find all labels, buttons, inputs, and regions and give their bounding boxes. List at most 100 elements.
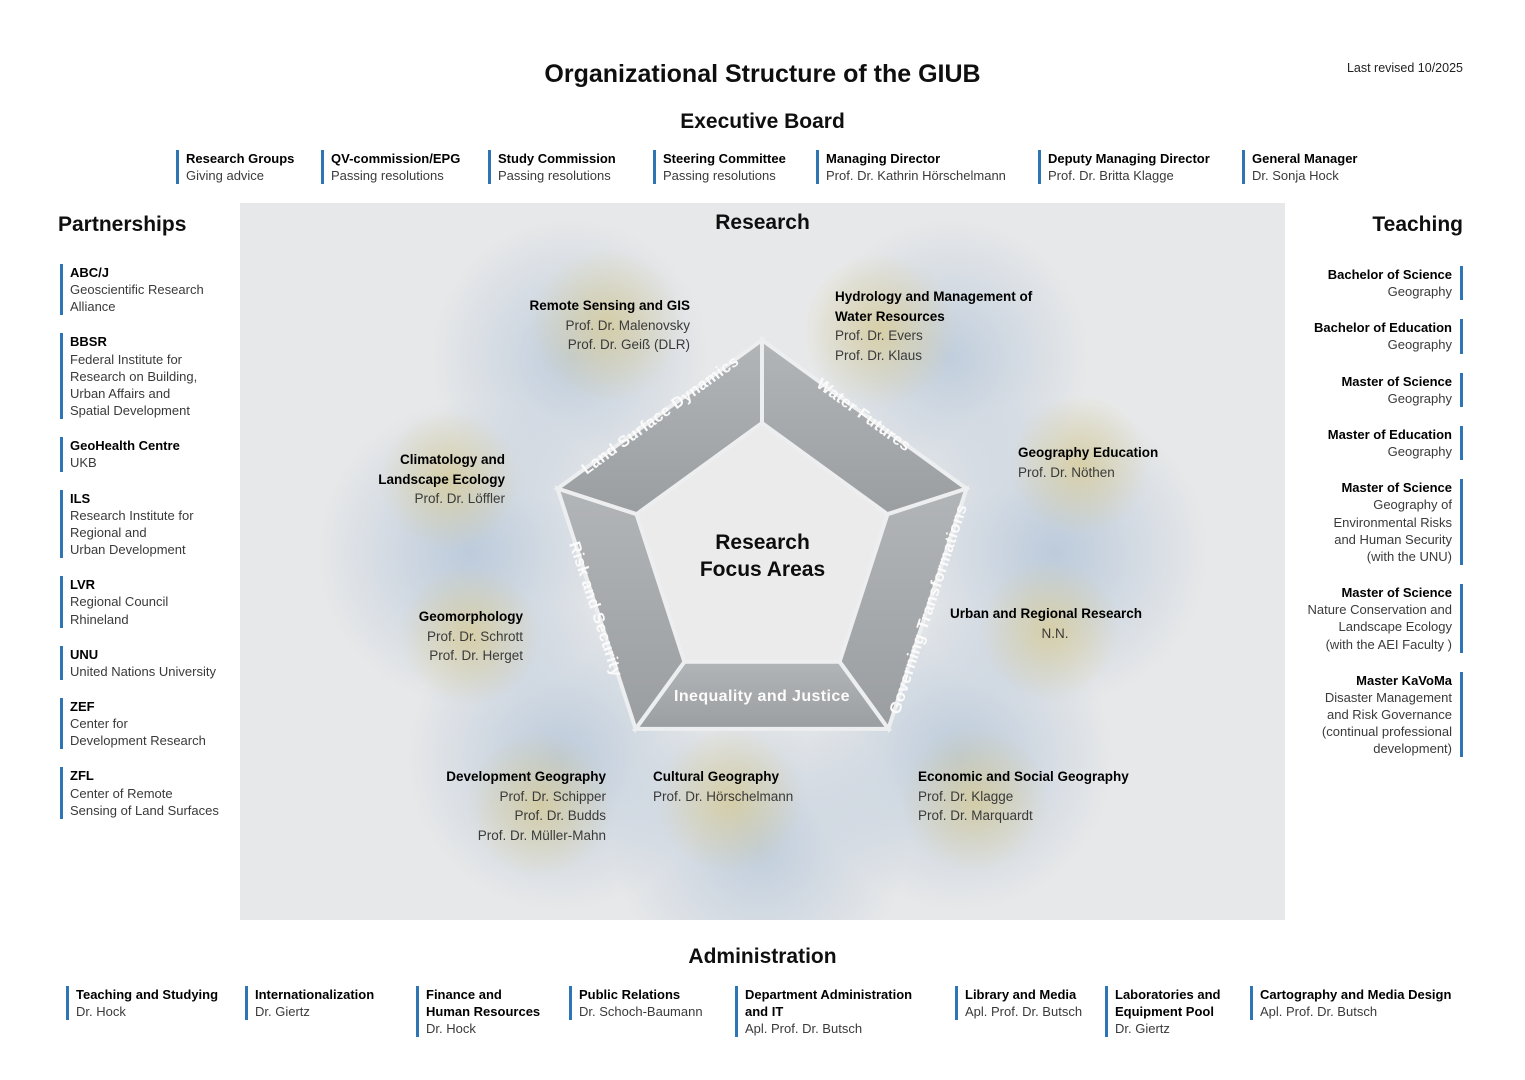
research-group: Hydrology and Management of Water Resour… <box>835 287 1095 365</box>
research-group: Geography Education Prof. Dr. Nöthen <box>1018 443 1248 482</box>
teaching-item: Master KaVoMa Disaster Management and Ri… <box>1322 671 1463 758</box>
executive-board-item: Managing Director Prof. Dr. Kathrin Hörs… <box>816 150 1006 185</box>
admin-item: Laboratories and Equipment Pool Dr. Gier… <box>1105 986 1221 1038</box>
item-subtitle: Passing resolutions <box>663 168 776 184</box>
admin-item: Teaching and Studying Dr. Hock <box>66 986 218 1021</box>
pentagon-center-label: Research Focus Areas <box>699 531 826 582</box>
research-group: Climatology and Landscape Ecology Prof. … <box>305 450 505 509</box>
research-group: Remote Sensing and GIS Prof. Dr. Malenov… <box>430 296 690 355</box>
degree-program: Geography <box>1387 390 1452 406</box>
group-title: Cultural Geography <box>653 769 780 784</box>
group-members: Prof. Dr. Schrott Prof. Dr. Herget <box>426 628 523 664</box>
group-members: Prof. Dr. Löffler <box>414 491 505 507</box>
item-subtitle: Dr. Sonja Hock <box>1252 168 1339 184</box>
pentagon-segment-risk-and-security <box>554 485 687 734</box>
group-members: Prof. Dr. Hörschelmann <box>653 788 794 804</box>
executive-board-heading: Executive Board <box>680 110 845 133</box>
item-subtitle: Passing resolutions <box>331 168 444 184</box>
executive-board-item: General Manager Dr. Sonja Hock <box>1242 150 1358 185</box>
partner-description: Center of Remote Sensing of Land Surface… <box>70 785 219 818</box>
degree-program: Geography <box>1387 284 1452 300</box>
partnership-item: ZFL Center of Remote Sensing of Land Sur… <box>60 767 250 819</box>
page-title: Organizational Structure of the GIUB <box>544 60 981 88</box>
partnership-item: ILS Research Institute for Regional and … <box>60 489 250 559</box>
executive-board-item: Research Groups Giving advice <box>176 150 294 185</box>
revision-note: Last revised 10/2025 <box>1346 61 1463 75</box>
group-members: N.N. <box>1041 625 1069 641</box>
item-person: Dr. Giertz <box>1115 1021 1170 1037</box>
item-person: Dr. Schoch-Baumann <box>579 1004 703 1020</box>
partner-name: ABC/J <box>70 265 110 280</box>
degree-program: Geography of Environmental Risks and Hum… <box>1333 497 1453 564</box>
administration-heading: Administration <box>688 945 837 968</box>
partner-description: Regional Council Rhineland <box>70 594 169 627</box>
item-title: Laboratories and Equipment Pool <box>1115 987 1221 1020</box>
partnership-item: ZEF Center for Development Research <box>60 697 250 750</box>
group-members: Prof. Dr. Nöthen <box>1018 464 1115 480</box>
teaching-item: Master of Science Nature Conservation an… <box>1307 584 1463 653</box>
item-title: Library and Media <box>965 987 1077 1002</box>
partner-name: LVR <box>70 577 96 593</box>
partner-description: United Nations University <box>70 663 216 679</box>
teaching-list: Bachelor of Science Geography Bachelor o… <box>1263 266 1463 758</box>
item-title: Managing Director <box>826 151 941 166</box>
item-title: Internationalization <box>255 987 375 1002</box>
group-title: Hydrology and Management of Water Resour… <box>835 289 1033 324</box>
item-title: Public Relations <box>579 987 681 1002</box>
degree-name: Bachelor of Science <box>1327 267 1452 282</box>
partner-name: GeoHealth Centre <box>70 438 180 454</box>
degree-program: Geography <box>1387 444 1452 460</box>
group-members: Prof. Dr. Evers Prof. Dr. Klaus <box>835 328 923 363</box>
item-title: Steering Committee <box>663 151 786 166</box>
group-title: Climatology and Landscape Ecology <box>378 452 505 487</box>
research-panel: Research Land Surface Dynamics Water Fut… <box>240 203 1285 920</box>
item-person: Dr. Hock <box>426 1021 476 1037</box>
group-title: Geography Education <box>1018 445 1159 460</box>
partner-name: ZFL <box>70 768 94 784</box>
item-title: Department Administration and IT <box>745 987 913 1020</box>
item-person: Apl. Prof. Dr. Butsch <box>965 1004 1083 1020</box>
teaching-item: Master of Science Geography <box>1341 372 1463 407</box>
item-person: Dr. Hock <box>76 1004 126 1020</box>
partnership-item: UNU United Nations University <box>60 645 250 680</box>
group-members: Prof. Dr. Klagge Prof. Dr. Marquardt <box>918 788 1033 824</box>
admin-item: Internationalization Dr. Giertz <box>245 986 375 1021</box>
research-group: Development Geography Prof. Dr. Schipper… <box>406 767 606 845</box>
teaching-item: Bachelor of Education Geography <box>1314 319 1463 354</box>
item-title: Cartography and Media Design <box>1260 987 1452 1002</box>
degree-program: Nature Conservation and Landscape Ecolog… <box>1307 602 1452 652</box>
research-focus-pentagon: Land Surface Dynamics Water Futures Gove… <box>553 336 971 734</box>
degree-name: Master of Science <box>1341 585 1452 601</box>
partner-name: UNU <box>70 646 99 662</box>
item-title: QV-commission/EPG <box>331 151 461 166</box>
item-title: Finance and Human Resources <box>426 987 541 1020</box>
admin-item: Finance and Human Resources Dr. Hock <box>416 986 541 1038</box>
group-members: Prof. Dr. Malenovsky Prof. Dr. Geiß (DLR… <box>565 317 690 353</box>
admin-item: Cartography and Media Design Apl. Prof. … <box>1250 986 1452 1021</box>
research-group: Geomorphology Prof. Dr. Schrott Prof. Dr… <box>323 607 523 666</box>
research-group: Urban and Regional Research N.N. <box>950 604 1160 643</box>
item-title: Deputy Managing Director <box>1048 151 1210 166</box>
executive-board-item: Steering Committee Passing resolutions <box>653 150 786 185</box>
group-title: Geomorphology <box>418 609 523 624</box>
teaching-item: Bachelor of Science Geography <box>1327 266 1463 301</box>
teaching-heading: Teaching <box>1372 213 1463 236</box>
focus-area-label: Inequality and Justice <box>674 688 850 705</box>
research-group: Economic and Social Geography Prof. Dr. … <box>918 767 1158 826</box>
executive-board-item: Study Commission Passing resolutions <box>488 150 616 185</box>
group-title: Urban and Regional Research <box>950 606 1143 621</box>
executive-board-item: Deputy Managing Director Prof. Dr. Britt… <box>1038 150 1210 185</box>
degree-name: Master of Science <box>1341 373 1452 389</box>
admin-item: Department Administration and IT Apl. Pr… <box>735 986 913 1038</box>
group-title: Development Geography <box>446 769 606 784</box>
partner-name: ILS <box>70 490 91 506</box>
item-subtitle: Prof. Dr. Kathrin Hörschelmann <box>826 168 1006 184</box>
partner-name: ZEF <box>70 698 95 714</box>
item-person: Apl. Prof. Dr. Butsch <box>745 1021 863 1037</box>
teaching-item: Master of Education Geography <box>1328 425 1463 461</box>
item-subtitle: Giving advice <box>186 168 265 184</box>
degree-name: Bachelor of Education <box>1314 320 1452 336</box>
partnership-item: BBSR Federal Institute for Research on B… <box>60 333 250 420</box>
partner-description: Center for Development Research <box>70 716 206 749</box>
partnership-item: GeoHealth Centre UKB <box>60 437 250 472</box>
